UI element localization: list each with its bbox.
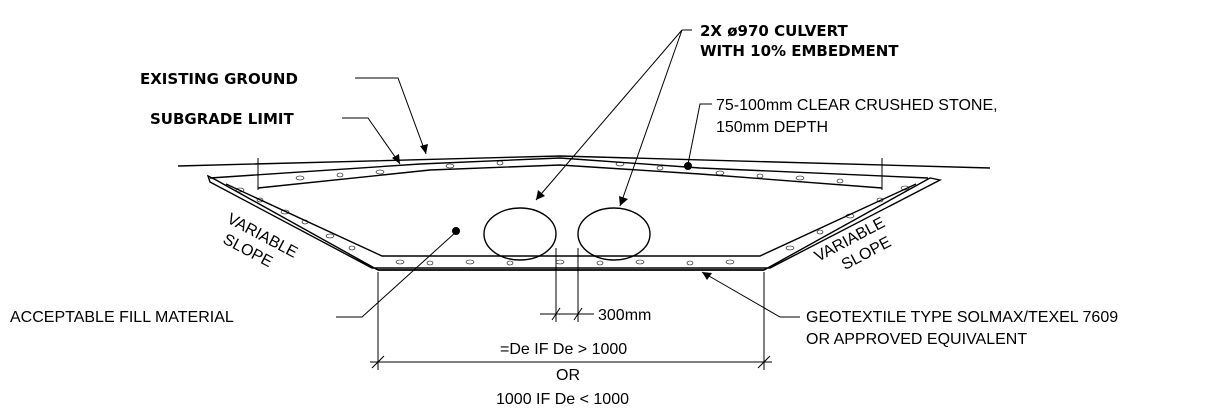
culvert-arrow-left — [536, 190, 545, 200]
subgrade-arrow — [392, 154, 400, 164]
top-stone-band — [209, 157, 929, 179]
stone-dot — [684, 162, 692, 170]
culvert-label-2: WITH 10% EMBEDMENT — [700, 42, 899, 60]
culvert-left — [483, 207, 557, 261]
spacing-label: 300mm — [598, 307, 651, 324]
geotextile-outline — [206, 174, 943, 271]
width-label-3: 1000 IF De < 1000 — [496, 391, 629, 408]
geotextile-label-1: GEOTEXTILE TYPE SOLMAX/TEXEL 7609 — [806, 309, 1118, 326]
geotextile-leader — [701, 271, 800, 318]
fill-leader — [336, 231, 457, 318]
subgrade-limit-label: SUBGRADE LIMIT — [150, 110, 294, 128]
culvert-right — [577, 207, 651, 261]
stone-label-1: 75-100mm CLEAR CRUSHED STONE, — [716, 97, 998, 114]
existing-ground-label: EXISTING GROUND — [140, 70, 298, 88]
existing-ground-leader — [355, 77, 427, 155]
width-label-1: =De IF De > 1000 — [500, 341, 627, 358]
spacing-tick-right — [573, 307, 583, 321]
width-tick-left — [371, 355, 385, 369]
culvert-arrow-right — [619, 196, 628, 206]
fill-dot — [452, 227, 460, 235]
culvert-label-1: 2X ø970 CULVERT — [700, 22, 848, 40]
existing-ground-line — [177, 155, 991, 169]
subgrade-limit-line — [257, 164, 883, 189]
width-tick-right — [757, 355, 771, 369]
spacing-tick-left — [551, 307, 561, 321]
stone-leader — [687, 103, 712, 165]
subgrade-leader — [342, 117, 401, 165]
stone-texture — [235, 160, 910, 266]
existing-ground-arrow — [420, 144, 428, 154]
width-label-2: OR — [556, 367, 580, 384]
geotextile-arrow — [702, 272, 712, 280]
geotextile-label-2: OR APPROVED EQUIVALENT — [806, 331, 1027, 348]
stone-label-2: 150mm DEPTH — [716, 119, 828, 136]
fill-material-label: ACCEPTABLE FILL MATERIAL — [10, 309, 234, 326]
culvert-leader — [535, 29, 692, 207]
